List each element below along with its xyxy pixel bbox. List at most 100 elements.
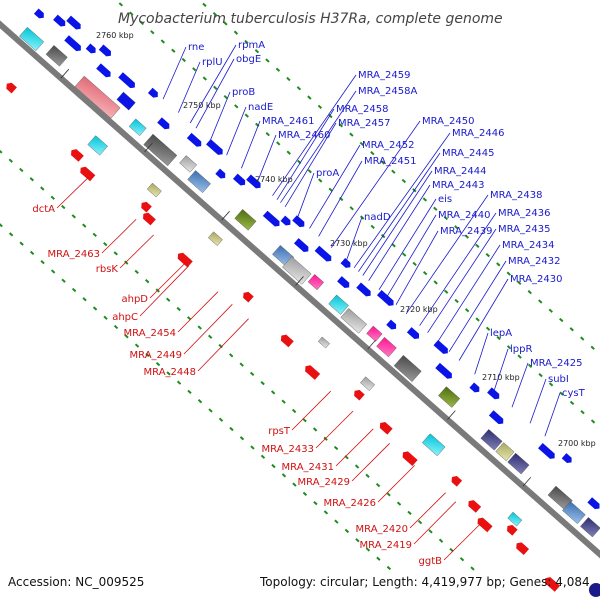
reverse-gene-label: ahpC (112, 312, 138, 323)
forward-leader-line (272, 74, 357, 196)
gc-skew-tick (176, 306, 181, 312)
gc-skew-tick (223, 21, 228, 26)
forward-leader-line (330, 120, 421, 248)
gc-skew-tick (145, 279, 150, 284)
gc-skew-tick (71, 287, 77, 293)
gc-skew-tick (92, 232, 97, 237)
forward-gene-arrow (356, 282, 371, 297)
gc-skew-tick (428, 529, 433, 534)
gc-skew-tick (260, 454, 266, 459)
gc-skew-tick (538, 299, 543, 304)
scale-label: 2710 kbp (482, 373, 520, 382)
gc-skew-tick (296, 86, 302, 91)
gc-skew-tick (365, 473, 370, 478)
gc-skew-tick (506, 271, 511, 276)
feature-block (146, 182, 162, 198)
forward-gene-label: MRA_2450 (422, 116, 474, 127)
forward-gene-label: proB (232, 87, 255, 98)
forward-gene-label: MRA_2451 (364, 156, 416, 167)
gc-skew-tick (82, 223, 87, 228)
reverse-gene-label: dctA (32, 204, 55, 215)
accession-text: Accession: NC_009525 (8, 575, 144, 589)
reverse-gene-arrow (80, 166, 96, 182)
gc-skew-tick (470, 566, 475, 571)
gc-skew-tick (318, 178, 323, 183)
forward-leader-line (241, 120, 261, 169)
forward-gene-label: lppR (510, 344, 532, 355)
gc-skew-tick (103, 315, 108, 320)
gc-skew-tick (134, 269, 139, 275)
forward-leader-line (405, 194, 489, 315)
reverse-gene-label: MRA_2463 (48, 249, 100, 260)
reverse-leader-line (409, 492, 446, 529)
forward-leader-line (189, 44, 237, 124)
reverse-gene-label: MRA_2429 (298, 477, 350, 488)
forward-gene-arrow (33, 8, 44, 19)
feature-block (507, 452, 530, 475)
scale-label: 2740 kbp (255, 175, 293, 184)
forward-gene-arrow (98, 44, 111, 57)
gc-skew-tick (197, 399, 203, 404)
gc-skew-tick (569, 327, 574, 332)
gc-skew-tick (485, 252, 490, 258)
forward-gene-arrow (561, 453, 572, 464)
gc-skew-tick (401, 252, 407, 257)
reverse-gene-label: MRA_2448 (144, 367, 196, 378)
forward-leader-line (458, 278, 509, 361)
scale-tick (221, 210, 230, 221)
gc-skew-tick (202, 2, 207, 8)
gc-skew-tick (249, 371, 255, 377)
gc-skew-tick (438, 538, 444, 543)
forward-gene-label: MRA_2436 (498, 208, 550, 219)
forward-gene-arrow (406, 327, 420, 340)
feature-block (19, 26, 45, 52)
reverse-gene-label: MRA_2454 (124, 328, 176, 339)
forward-gene-label: nadD (364, 212, 391, 223)
scale-tick (522, 476, 532, 487)
gc-skew-tick (250, 445, 255, 450)
reverse-leader-line (377, 465, 415, 503)
forward-gene-label: rplU (202, 57, 223, 68)
forward-gene-label: obgE (236, 54, 261, 65)
feature-block (495, 442, 515, 462)
forward-gene-label: subI (548, 374, 569, 385)
forward-leader-line (368, 184, 431, 281)
forward-gene-arrow (215, 168, 226, 179)
gc-skew-tick (569, 400, 575, 406)
gc-skew-tick (323, 510, 329, 515)
forward-gene-label: MRA_2444 (434, 166, 486, 177)
gc-skew-tick (517, 354, 522, 359)
gc-skew-tick (328, 187, 333, 192)
forward-gene-label: MRA_2439 (440, 226, 492, 237)
forward-gene-arrow (206, 139, 223, 155)
reverse-gene-label: MRA_2419 (360, 540, 412, 551)
forward-gene-label: MRA_2460 (278, 130, 330, 141)
gc-skew-tick (454, 225, 459, 230)
gc-skew-tick (239, 436, 245, 441)
gc-skew-tick (417, 520, 423, 525)
gc-skew-tick (166, 371, 171, 376)
forward-leader-line (309, 144, 361, 229)
map-title: Mycobacterium tuberculosis H37Ra, comple… (118, 11, 503, 27)
reverse-gene-label: MRA_2433 (262, 444, 314, 455)
gc-skew-tick (338, 123, 344, 128)
scale-label: 2720 kbp (400, 305, 438, 314)
feature-block (116, 91, 136, 111)
forward-gene-arrow (293, 238, 309, 253)
forward-gene-arrow (53, 14, 66, 27)
gc-skew-tick (265, 132, 270, 137)
gc-skew-tick (244, 113, 249, 118)
forward-gene-arrow (157, 117, 170, 130)
feature-block (307, 274, 324, 291)
feature-block (480, 429, 503, 451)
scale-tick (447, 410, 456, 420)
reverse-leader-line (149, 262, 186, 299)
gc-skew-tick (506, 345, 512, 350)
forward-gene-arrow (118, 72, 135, 89)
gc-skew-tick (365, 547, 371, 552)
gc-skew-tick (333, 445, 339, 451)
gc-skew-tick (213, 85, 218, 90)
gc-skew-tick (233, 30, 239, 35)
gc-skew-tick (181, 57, 186, 63)
